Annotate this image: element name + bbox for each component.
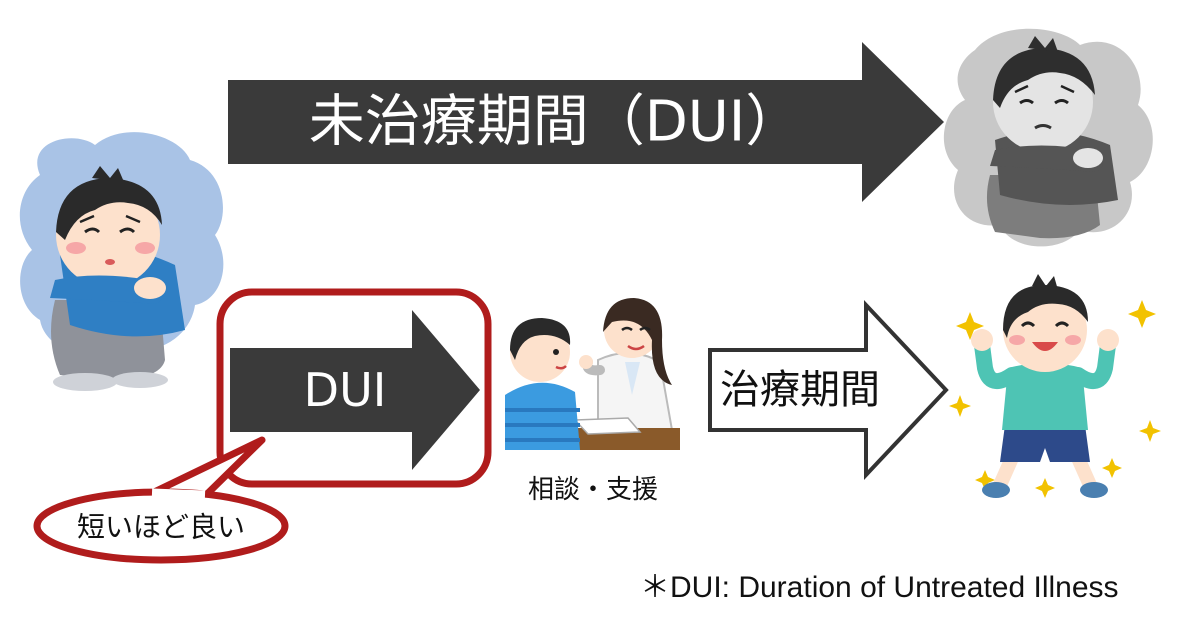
sad-child-gray-icon [943,28,1153,247]
treatment-arrow-label: 治療期間 [720,367,880,413]
consultation-caption: 相談・支援 [528,475,658,505]
speech-bubble-label: 短いほど良い [77,511,245,544]
treatment-arrow: 治療期間 [708,299,949,481]
footnote: ＊DUI: Duration of Untreated Illness [640,571,1119,604]
top-arrow-label: 未治療期間（DUI） [309,90,802,155]
treatment-arrow-shape [708,299,949,481]
top-arrow-shape [228,42,944,202]
dui-highlight-box [216,288,492,488]
sad-child-icon [19,132,224,391]
happy-child-icon [949,274,1161,498]
top-arrow: 未治療期間（DUI） [228,42,944,202]
dui-arrow: DUI [230,310,480,470]
doctor-consultation-icon [505,298,680,450]
dui-arrow-label: DUI [304,363,387,417]
speech-bubble-shape [146,436,266,500]
speech-bubble: 短いほど良い [33,436,289,564]
dui-arrow-shape [230,310,480,470]
